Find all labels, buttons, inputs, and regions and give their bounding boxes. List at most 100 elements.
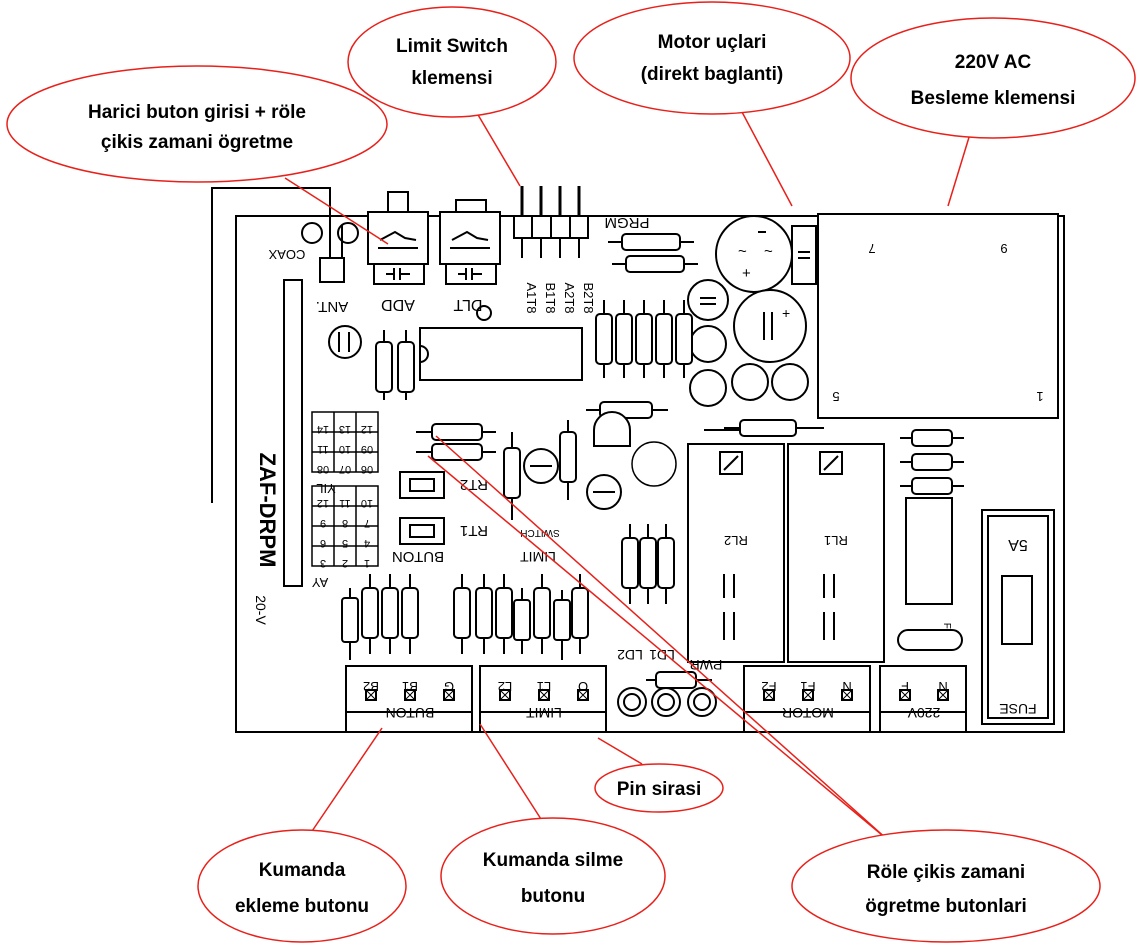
- terminal-limit-pin-l2: L2: [498, 679, 512, 694]
- resistors-top: [608, 233, 698, 273]
- header-pin-3: A2T8: [562, 282, 577, 313]
- svg-text:Pin sirasi: Pin sirasi: [617, 779, 702, 800]
- terminal-power-pin-f: F: [901, 679, 909, 694]
- buton-label: BUTON: [392, 548, 444, 565]
- switch-label: SWITCH: [520, 527, 559, 538]
- transformer: [817, 213, 1059, 419]
- terminal-limit-label: LIMIT: [526, 705, 562, 721]
- leader-limit-switch: [473, 107, 521, 187]
- frtc-component: [905, 497, 953, 605]
- svg-text:Kumanda silme: Kumanda silme: [483, 850, 623, 871]
- svg-text:~: ~: [764, 243, 773, 260]
- fuse-holder: [981, 509, 1055, 725]
- transistors: [523, 411, 677, 510]
- svg-text:Kumanda: Kumanda: [259, 860, 346, 881]
- fuse-label: FUSE: [999, 701, 1036, 717]
- header-pin-2: B1T8: [543, 282, 558, 313]
- ay-cell: 2: [342, 557, 348, 569]
- header-pin-1: A1T8: [524, 282, 539, 313]
- ay-cell: 6: [320, 537, 326, 549]
- relay-time-components[interactable]: [416, 423, 496, 461]
- yil-cell: 12: [361, 423, 373, 435]
- terminal-motor-pin-f2: F2: [761, 679, 776, 694]
- transformer-pin-1: 1: [1036, 389, 1043, 404]
- leader-relay-time-1: [435, 435, 889, 841]
- yil-cell: 14: [317, 423, 329, 435]
- prgm-label: PRGM: [605, 214, 650, 231]
- resistors-bottom: [341, 574, 589, 660]
- svg-text:+: +: [782, 305, 790, 321]
- relay-rl1: [787, 443, 885, 663]
- callout-motor: Motor uçlari (direkt baglanti): [573, 1, 851, 115]
- svg-text:ekleme butonu: ekleme butonu: [235, 896, 369, 917]
- callout-delete-button: Kumanda silme butonu: [440, 817, 666, 935]
- ld1-label: LD1: [649, 647, 675, 663]
- svg-text:~: ~: [738, 243, 747, 260]
- ay-grid: [311, 485, 379, 567]
- terminal-buton-label: BUTON: [386, 705, 435, 721]
- fuse-rating: 5A: [1008, 536, 1028, 553]
- dlt-button-component[interactable]: [439, 199, 501, 285]
- yil-cell: 10: [339, 443, 351, 455]
- terminal-power: [879, 665, 967, 733]
- terminal-buton-pin-b2: B2: [363, 679, 379, 694]
- svg-text:Röle çikis zamani: Röle çikis zamani: [867, 862, 1025, 883]
- svg-text:çikis zamani ögretme: çikis zamani ögretme: [101, 132, 293, 153]
- leader-external-button: [284, 177, 389, 245]
- callout-limit-switch: Limit Switch klemensi: [347, 6, 557, 118]
- leader-lines: [284, 107, 971, 841]
- capacitors-right: ~ ~ + +: [687, 215, 817, 407]
- relay-rl2: [687, 443, 785, 663]
- pwr-label: PWR: [690, 657, 723, 673]
- ay-cell: 9: [320, 517, 326, 529]
- ld2-label: LD2: [617, 647, 643, 663]
- svg-text:klemensi: klemensi: [411, 68, 492, 89]
- fuse-cap: [897, 629, 963, 651]
- terminal-limit-pin-o: O: [578, 679, 588, 694]
- ay-cell: 4: [364, 537, 370, 549]
- ic-chip: [419, 327, 583, 381]
- dlt-led: [476, 305, 492, 321]
- terminal-motor-label: MOTOR: [782, 705, 834, 721]
- leader-delete-button: [479, 723, 549, 831]
- add-button-component[interactable]: [367, 191, 429, 285]
- leader-pin-order: [597, 737, 643, 765]
- header-pin-4: B2T8: [581, 282, 596, 313]
- callout-power: 220V AC Besleme klemensi: [850, 17, 1136, 139]
- ay-cell: 3: [320, 557, 326, 569]
- ay-cell: 12: [317, 497, 329, 509]
- limit-switch-header: [513, 186, 589, 258]
- transformer-pin-9: 9: [1000, 241, 1007, 256]
- svg-text:+: +: [742, 265, 751, 282]
- leader-motor: [741, 111, 793, 207]
- yil-cell: 08: [317, 463, 329, 475]
- trimmers[interactable]: [399, 471, 445, 545]
- yil-title: YIL: [316, 481, 336, 496]
- ay-cell: 10: [361, 497, 373, 509]
- callout-relay-time: Röle çikis zamani ögretme butonlari: [791, 829, 1101, 943]
- terminal-motor: [743, 665, 871, 733]
- terminal-motor-pin-f1: F1: [800, 679, 815, 694]
- terminal-motor-pin-n: N: [842, 679, 851, 694]
- rt1-label: RT1: [460, 522, 488, 539]
- ay-title: AY: [311, 575, 328, 590]
- svg-text:220V AC: 220V AC: [955, 52, 1032, 73]
- ant-label: ANT.: [316, 298, 349, 315]
- rl2-label: RL2: [724, 533, 748, 548]
- yil-cell: 09: [361, 443, 373, 455]
- transformer-pin-7: 7: [868, 241, 875, 256]
- yil-cell: 07: [339, 463, 351, 475]
- ay-cell: 7: [364, 517, 370, 529]
- terminal-limit-pin-l1: L1: [537, 679, 551, 694]
- callout-external-button: Harici buton girisi + röle çikis zamani …: [6, 65, 388, 183]
- ay-cell: 1: [364, 557, 370, 569]
- svg-text:ögretme butonlari: ögretme butonlari: [865, 896, 1027, 917]
- terminal-power-pin-n: N: [938, 679, 947, 694]
- yil-cell: 13: [339, 423, 351, 435]
- leader-add-button: [305, 727, 383, 841]
- callout-pin-order: Pin sirasi: [594, 763, 724, 813]
- terminal-buton-pin-g: G: [444, 679, 454, 694]
- leader-relay-time-2: [427, 455, 889, 841]
- yil-cell: 06: [361, 463, 373, 475]
- antenna: [211, 187, 359, 503]
